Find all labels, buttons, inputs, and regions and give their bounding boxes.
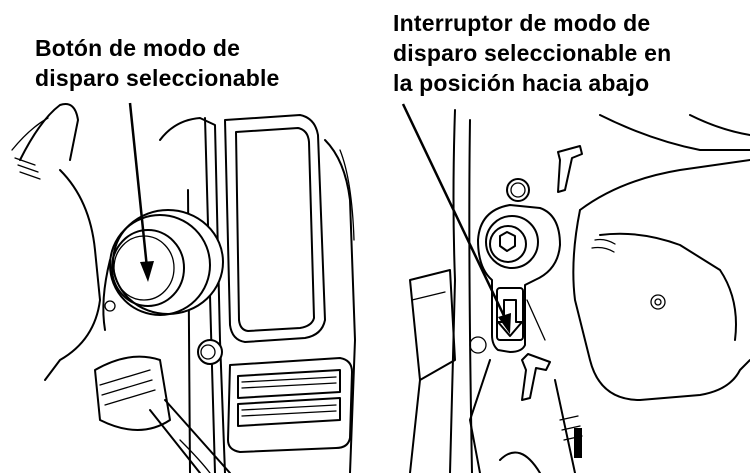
right-callout-line-3: la posición hacia abajo [393,70,650,96]
left-grille-block [227,357,353,453]
left-center-housing [159,117,226,473]
right-body-top [689,114,750,136]
left-callout-line-2: disparo seleccionable [35,65,280,91]
mode-switch [477,204,561,353]
left-housing-top [19,103,79,161]
left-side-window [224,114,326,343]
right-round-indicator-inner [510,182,526,198]
right-body-upper [599,114,750,151]
right-rivet-upper [557,145,583,193]
right-callout-line-2: disparo seleccionable en [393,40,672,66]
right-callout-line-1: Interruptor de modo de [393,10,651,36]
left-grip-lines [99,369,156,406]
right-pointer-arrow [401,103,511,334]
left-body-outline [44,169,101,381]
right-screw-hole [650,294,666,310]
left-callout-label: Botón de modo de disparo seleccionable [35,33,280,93]
right-callout-label: Interruptor de modo de disparo seleccion… [393,8,671,98]
left-side-window-inner [235,127,315,332]
left-vent-lines [14,157,41,180]
left-pointer-arrow [128,102,154,282]
left-bottom-lines [149,399,231,473]
left-callout-line-1: Botón de modo de [35,35,241,61]
right-tool-drawing [409,109,750,473]
right-body-inner [599,232,737,341]
left-body-inner [102,259,111,331]
left-small-knob-inner [200,344,216,360]
right-screw-hole-center [654,298,662,306]
right-lower-left-detail [411,291,446,301]
right-black-tab [574,428,582,458]
mode-selector-button [109,209,224,316]
left-grip-shape [94,355,171,431]
right-body-ridges [591,238,616,253]
left-bottom-detail [179,439,211,473]
right-lower-left-block [409,269,456,381]
right-body-outline [572,209,750,401]
left-housing-detail [11,117,49,151]
right-lower-edge [554,379,576,473]
right-bottom-curve [499,451,541,473]
right-lower-left-edge [409,379,421,473]
left-housing-right-detail [339,149,355,241]
left-tool-drawing [11,103,356,473]
right-lower-lines [469,359,491,473]
right-small-ring [469,336,487,354]
left-screw-hole [104,300,116,312]
right-housing-left-edge [449,109,456,473]
right-rivet-lower [521,353,551,401]
right-round-indicator [506,178,530,202]
left-housing-right-edge [324,139,356,473]
right-body-top-curve [579,159,750,211]
